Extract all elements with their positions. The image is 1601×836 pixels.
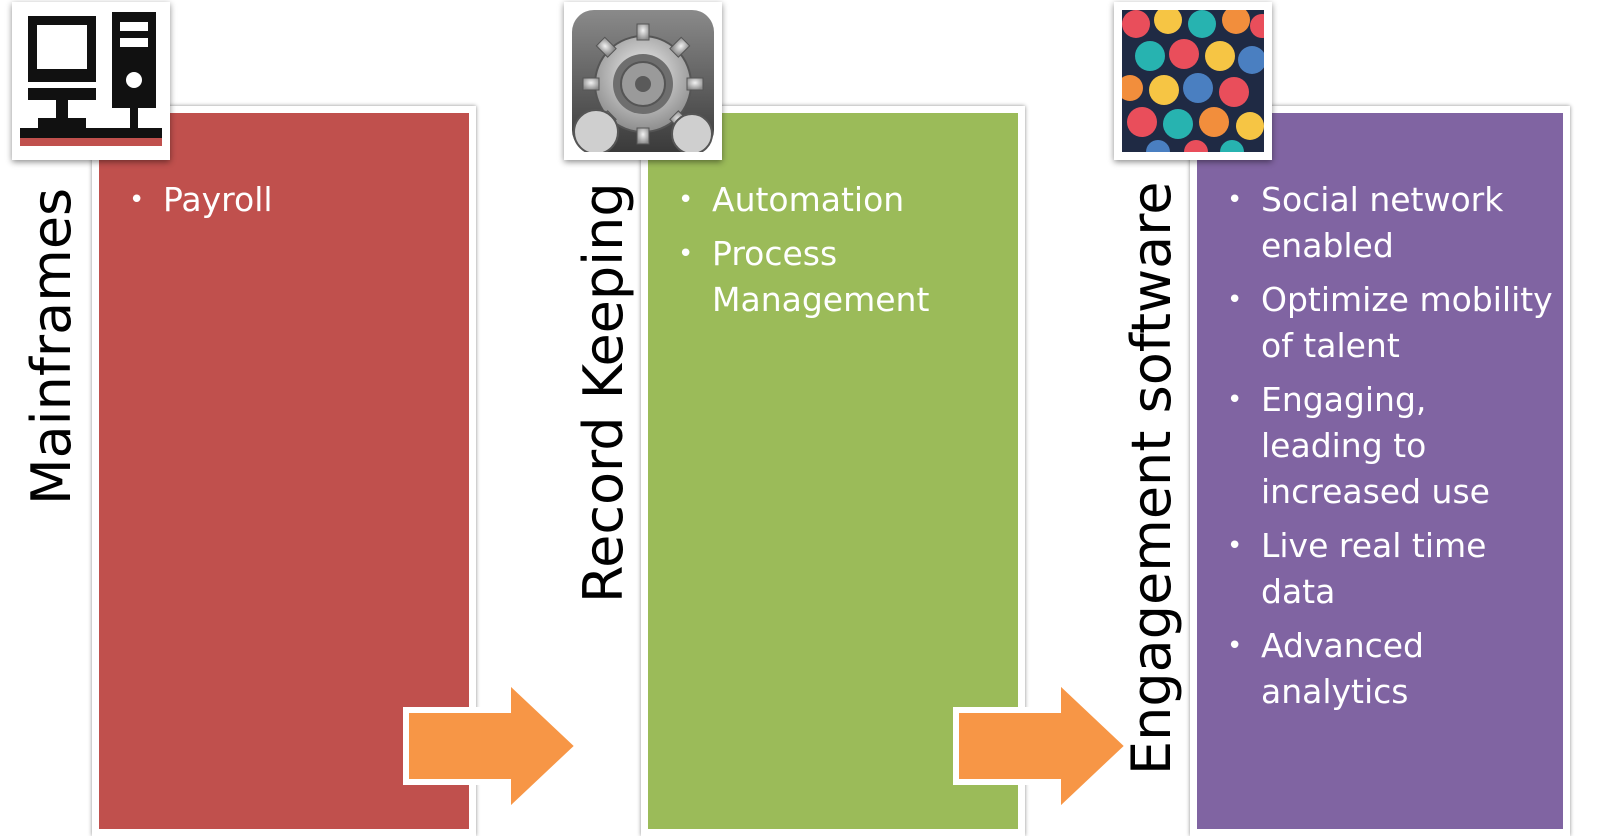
list-item: •Social network enabled — [1227, 180, 1504, 265]
stage-panel-engagement-software: •Social network enabled •Optimize mobili… — [1190, 106, 1570, 836]
people-heads-icon — [1122, 10, 1264, 152]
stage-title-engagement-software: Engagement software — [1120, 181, 1183, 776]
right-arrow-icon — [403, 676, 583, 816]
list-item: •Automation — [678, 180, 905, 219]
stage-title-record-keeping: Record Keeping — [572, 182, 635, 603]
list-item: •Live real time data — [1227, 526, 1487, 611]
settings-gear-icon — [564, 2, 722, 160]
list-item: •Advanced analytics — [1227, 626, 1425, 711]
crowd-people-icon — [1114, 2, 1272, 160]
list-item: •Engaging, leading to increased use — [1227, 380, 1490, 511]
bullet-list: •Automation •Process Management — [648, 113, 1018, 323]
bullet-list: •Social network enabled •Optimize mobili… — [1197, 113, 1563, 715]
list-item: •Process Management — [678, 234, 930, 319]
stage-panel-mainframes: •Payroll — [92, 106, 476, 836]
right-arrow-icon — [953, 676, 1133, 816]
mainframe-computer-icon — [12, 2, 170, 160]
gear-icon — [572, 10, 714, 152]
list-item: •Payroll — [129, 180, 273, 219]
computer-tower-icon — [20, 12, 162, 146]
stage-title-mainframes: Mainframes — [20, 187, 83, 505]
list-item: •Optimize mobility of talent — [1227, 280, 1553, 365]
bullet-list: •Payroll — [99, 113, 469, 223]
